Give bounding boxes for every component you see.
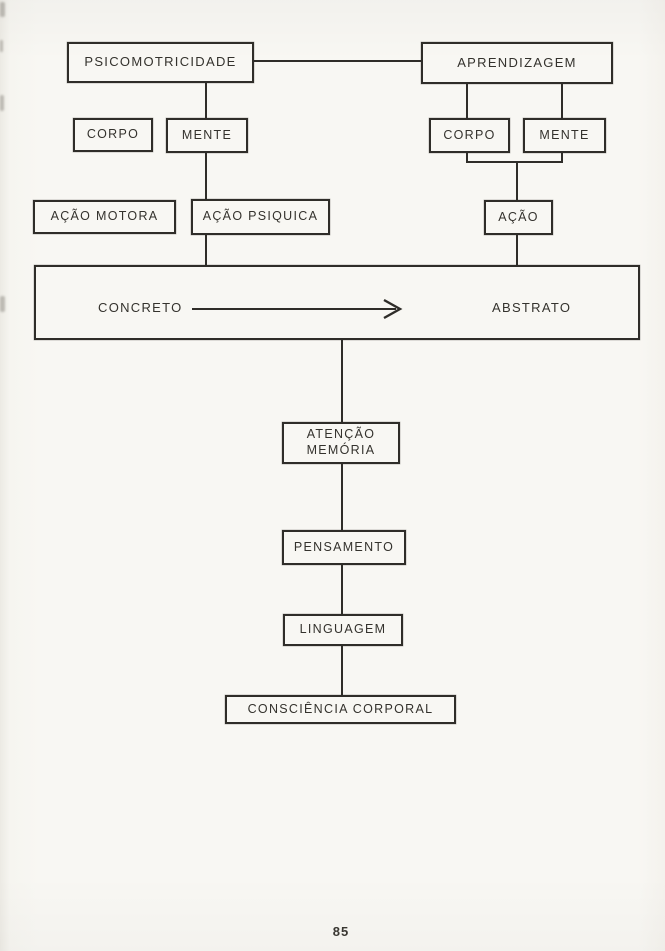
edge-band-atencao	[341, 340, 343, 422]
node-label: CORPO	[443, 127, 496, 142]
node-aprendizagem: APRENDIZAGEM	[421, 42, 613, 84]
edge-pensamento-linguagem	[341, 565, 343, 614]
scan-smudge	[0, 95, 4, 111]
node-mente-right: MENTE	[523, 118, 606, 153]
node-label: CORPO	[86, 127, 140, 142]
edge-mente-join	[561, 153, 563, 163]
edge-acao-psiquica-band	[205, 235, 207, 265]
node-consciencia-corporal: CONSCIÊNCIA CORPORAL	[225, 695, 456, 724]
node-mente-left: MENTE	[166, 118, 248, 153]
node-corpo-left: CORPO	[73, 118, 153, 152]
page-number: 85	[332, 924, 350, 939]
edge-acao-band	[516, 235, 518, 265]
node-label: MENTE	[539, 127, 590, 142]
node-label: APRENDIZAGEM	[457, 54, 577, 70]
edge-mente-acao-psiquica	[205, 153, 207, 199]
band-label-abstrato: ABSTRATO	[492, 300, 572, 315]
edge-join-acao	[516, 163, 518, 200]
scan-smudge	[0, 2, 5, 17]
node-label: AÇÃO	[498, 209, 539, 224]
node-atencao-memoria: ATENÇÃO MEMÓRIA	[282, 422, 400, 464]
node-label: AÇÃO MOTORA	[50, 209, 159, 224]
edge-join-bar	[466, 161, 563, 163]
edge-aprendizagem-mente	[561, 84, 563, 118]
band-concreto-abstrato: CONCRETO ABSTRATO	[34, 265, 640, 340]
edge-linguagem-consciencia	[341, 646, 343, 695]
edge-aprendizagem-corpo	[466, 84, 468, 118]
scan-smudge	[0, 40, 3, 52]
node-label: MENTE	[181, 127, 233, 142]
node-pensamento: PENSAMENTO	[282, 530, 406, 565]
node-acao-motora: AÇÃO MOTORA	[33, 200, 176, 234]
node-label: LINGUAGEM	[299, 622, 387, 637]
scan-smudge	[0, 296, 5, 312]
node-label: PSICOMOTRICIDADE	[84, 54, 237, 70]
band-label-concreto: CONCRETO	[98, 300, 183, 315]
right-arrow-icon	[192, 298, 403, 320]
edge-psicomotricidade-aprendizagem	[254, 60, 421, 62]
node-label: CONSCIÊNCIA CORPORAL	[247, 701, 434, 716]
node-label-line1: ATENÇÃO	[306, 427, 376, 442]
node-psicomotricidade: PSICOMOTRICIDADE	[67, 42, 254, 83]
node-label: AÇÃO PSIQUICA	[202, 209, 319, 224]
node-linguagem: LINGUAGEM	[283, 614, 403, 646]
node-label: PENSAMENTO	[293, 539, 395, 554]
edge-psicomotricidade-mente	[205, 83, 207, 118]
edge-atencao-pensamento	[341, 464, 343, 530]
node-corpo-right: CORPO	[429, 118, 510, 153]
node-acao: AÇÃO	[484, 200, 553, 235]
node-label-line2: MEMÓRIA	[306, 443, 376, 457]
edge-corpo-join	[466, 153, 468, 163]
node-acao-psiquica: AÇÃO PSIQUICA	[191, 199, 330, 235]
